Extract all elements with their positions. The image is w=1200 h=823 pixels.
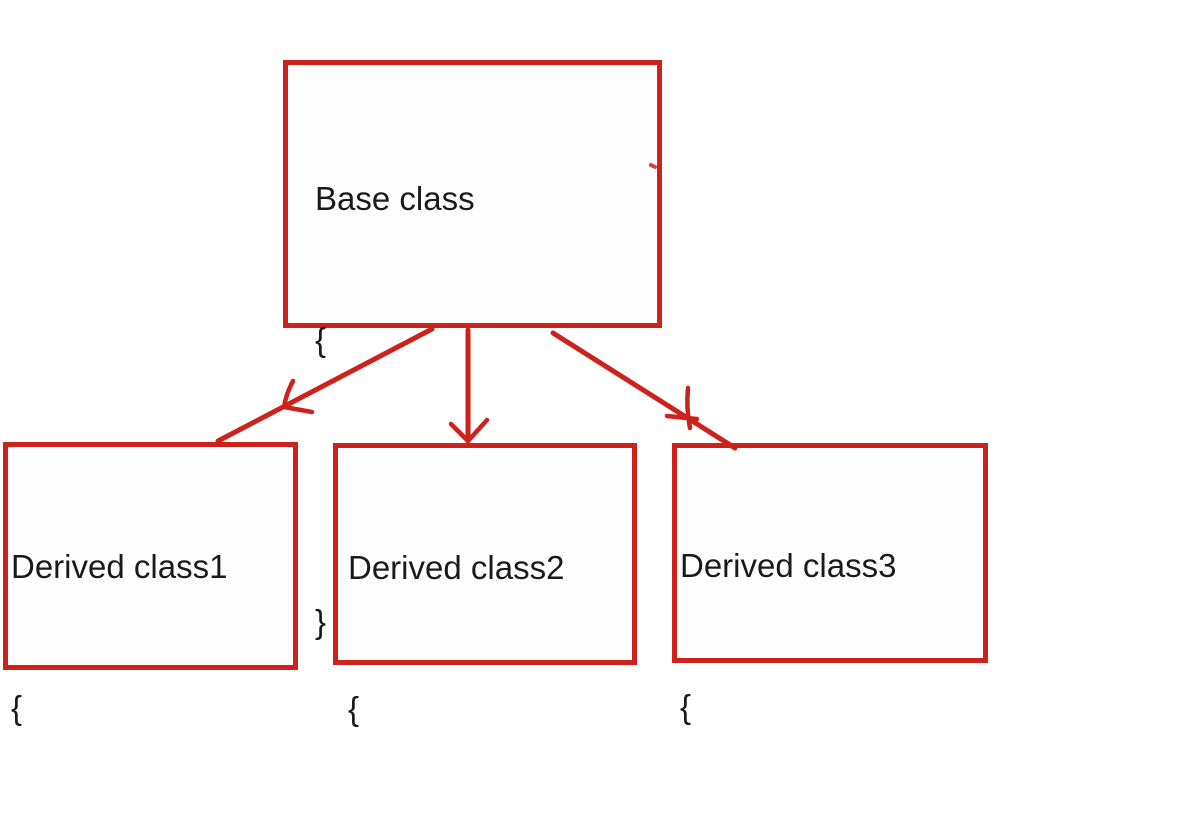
derived-class1-box: Derived class1 { function1 } — [3, 442, 298, 726]
box-text-line: } — [315, 603, 327, 640]
derived-class2-box: Derived class2 { function1 } — [333, 443, 637, 727]
arrowhead-icon — [281, 378, 315, 415]
box-text-line: { — [315, 321, 327, 358]
derived-class3-box: Derived class3 { function1 } — [672, 443, 988, 725]
box-text-line: Derived class1 — [11, 548, 228, 585]
box-text-line: { — [348, 690, 360, 727]
arrowhead-icon — [664, 385, 700, 431]
box-text-line: Derived class2 — [348, 549, 565, 586]
box-text-line: { — [680, 688, 692, 725]
box-text-line: { — [11, 689, 23, 726]
box-text-line: Derived class3 — [680, 547, 897, 584]
box-text-line: Base class — [315, 180, 475, 217]
base-class-box: Base class { virtual function1 } — [283, 60, 662, 640]
